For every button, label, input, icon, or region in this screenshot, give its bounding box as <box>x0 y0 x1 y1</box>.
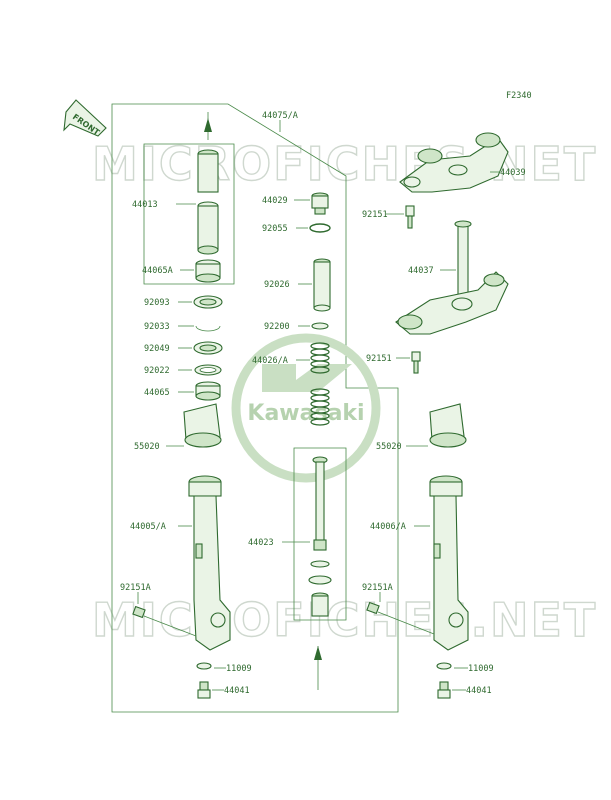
spring-44026a <box>310 342 330 426</box>
label-92022: 92022 <box>144 366 170 376</box>
label-92033: 92033 <box>144 322 170 332</box>
washer-92200 <box>311 322 329 330</box>
outer-tube-left <box>188 475 231 651</box>
axle-bolt-right <box>366 601 435 635</box>
outer-tube-right <box>429 475 469 651</box>
fork-cover-left <box>183 403 222 448</box>
label-44023: 44023 <box>248 538 274 548</box>
figure-code: F2340 <box>506 91 532 101</box>
label-11009-left: 11009 <box>226 664 252 674</box>
label-44041-right: 44041 <box>466 686 492 696</box>
label-92055: 92055 <box>262 224 288 234</box>
sub-assembly-box <box>143 143 235 285</box>
label-44065a: 44065A <box>142 266 173 276</box>
spacer-92026 <box>313 258 331 312</box>
label-44075a: 44075/A <box>262 111 298 121</box>
drain-bolt-left <box>197 681 211 699</box>
front-arrow-icon: FRONT <box>63 99 107 137</box>
gasket-11009-right <box>436 662 452 670</box>
label-92151a-right: 92151A <box>362 583 393 593</box>
washer-92022 <box>194 364 222 376</box>
label-44006a: 44006/A <box>370 522 406 532</box>
kawasaki-logo: Kawasaki <box>231 333 381 483</box>
cap-bolt-44029 <box>311 192 329 215</box>
label-11009-right: 11009 <box>468 664 494 674</box>
logo-text: Kawasaki <box>247 401 364 426</box>
label-92151-mid: 92151 <box>366 354 392 364</box>
label-92049: 92049 <box>144 344 170 354</box>
label-44029: 44029 <box>262 196 288 206</box>
watermark-top: MICROFICHES.NET <box>92 137 597 191</box>
label-44065: 44065 <box>144 388 170 398</box>
fork-cover-right <box>429 403 467 448</box>
label-55020-right: 55020 <box>376 442 402 452</box>
label-92151-top: 92151 <box>362 210 388 220</box>
gasket-11009-left <box>196 662 212 670</box>
bushing-44065a <box>195 259 221 283</box>
bushing-44065 <box>195 381 221 401</box>
center-arrow-icon <box>314 646 322 690</box>
label-92200: 92200 <box>264 322 290 332</box>
label-44013: 44013 <box>132 200 158 210</box>
oring-92055 <box>309 223 331 233</box>
label-92026: 92026 <box>264 280 290 290</box>
bolt-92151-mid <box>411 351 421 374</box>
steering-stem-part <box>395 220 509 335</box>
axle-bolt-left <box>132 605 197 637</box>
seal-92049 <box>193 341 223 355</box>
bolt-92151-top <box>405 205 415 229</box>
label-44041-left: 44041 <box>224 686 250 696</box>
upper-clamp-part <box>399 132 509 193</box>
drain-bolt-right <box>437 681 451 699</box>
seal-92093 <box>193 295 223 309</box>
label-44037: 44037 <box>408 266 434 276</box>
label-44005a: 44005/A <box>130 522 166 532</box>
label-92151a-left: 92151A <box>120 583 151 593</box>
damper-part-44013 <box>197 112 219 255</box>
damper-box <box>293 447 347 621</box>
label-44039: 44039 <box>500 168 526 178</box>
label-44026a: 44026/A <box>252 356 288 366</box>
damper-rod-44023 <box>308 456 332 617</box>
label-92093: 92093 <box>144 298 170 308</box>
circlip-92033 <box>195 325 221 332</box>
label-55020-left: 55020 <box>134 442 160 452</box>
